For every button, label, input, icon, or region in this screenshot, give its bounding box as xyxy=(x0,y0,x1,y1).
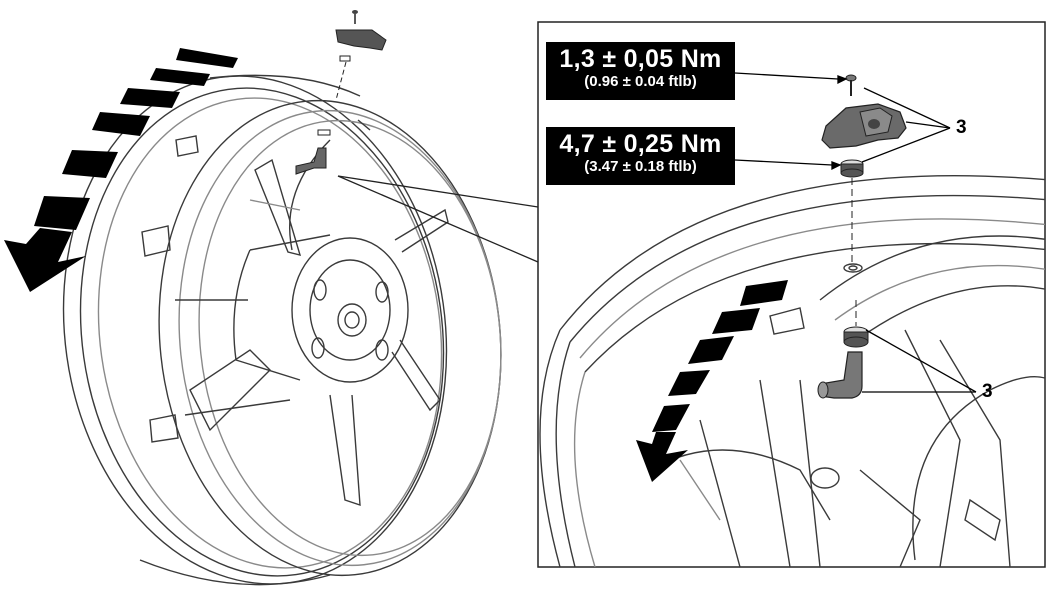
torque-label-screw: 1,3 ± 0,05 Nm (0.96 ± 0.04 ftlb) xyxy=(546,42,735,100)
leader-lines xyxy=(734,72,977,393)
wheel-overview xyxy=(62,74,502,586)
torque-value-imperial: (3.47 ± 0.18 ftlb) xyxy=(584,158,697,175)
torque-value-metric: 4,7 ± 0,25 Nm xyxy=(559,130,722,158)
callout-number-lower: 3 xyxy=(982,381,993,402)
rotation-direction-arrow-icon xyxy=(4,48,238,292)
detail-view-frame xyxy=(537,21,1046,568)
rotation-direction-arrow-detail-icon xyxy=(636,280,788,482)
detail-view xyxy=(539,74,1045,567)
tpms-sensor-icon xyxy=(821,74,907,262)
torque-value-metric: 1,3 ± 0,05 Nm xyxy=(559,45,722,73)
callout-number-upper: 3 xyxy=(956,117,967,138)
valve-stem-icon xyxy=(817,300,869,399)
zoom-connector-lines xyxy=(337,175,539,263)
tpms-sensor-small xyxy=(295,10,387,175)
torque-label-valve-nut: 4,7 ± 0,25 Nm (3.47 ± 0.18 ftlb) xyxy=(546,127,735,185)
torque-value-imperial: (0.96 ± 0.04 ftlb) xyxy=(584,73,697,90)
